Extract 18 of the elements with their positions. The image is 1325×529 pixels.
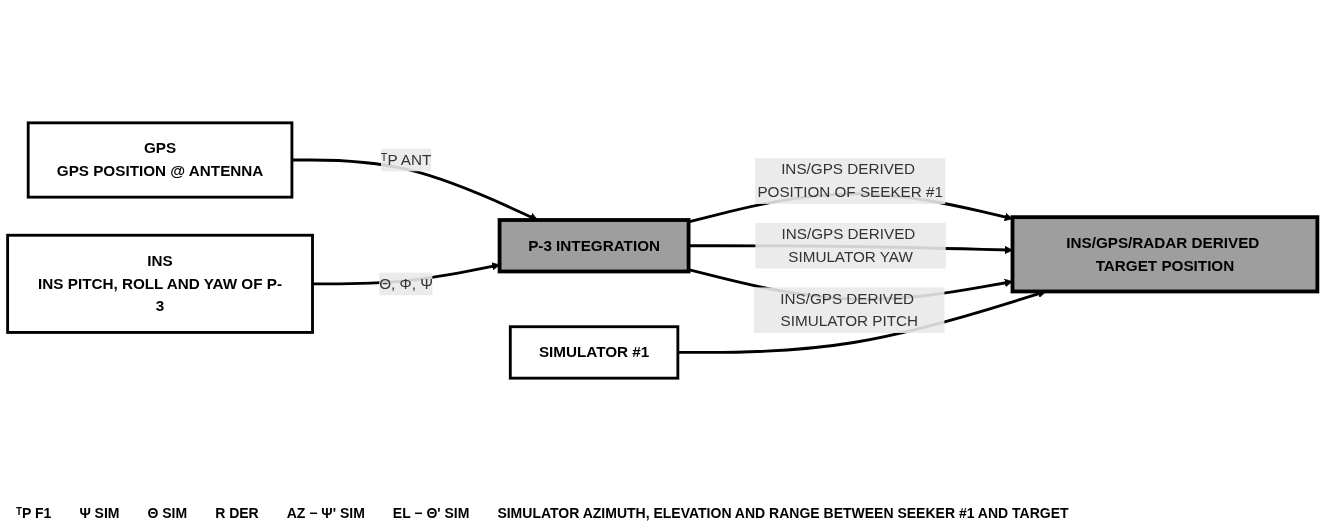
edge-label: Θ, Φ, Ψ xyxy=(379,275,433,292)
signal-label: Θ SIM xyxy=(147,505,188,521)
signal-label: SIMULATOR AZIMUTH, ELEVATION AND RANGE BETWEEN SEEKER #1 AND TARGET xyxy=(497,505,1069,521)
edge-label: INS/GPS DERIVED SIMULATOR PITCH xyxy=(780,290,919,330)
arrow xyxy=(677,289,1047,354)
edge-label: INS/GPS DERIVED POSITION OF SEEKER #1 xyxy=(757,161,943,201)
signal-label: AZ − Ψ' SIM xyxy=(286,505,365,521)
edge-label: ᵀP ANT xyxy=(380,151,432,168)
signal-label: Ψ SIM xyxy=(79,505,120,521)
node-box: INS INS PITCH, ROLL AND YAW OF P-3 xyxy=(6,233,314,334)
signal-label: ᵀP F1 xyxy=(16,505,52,521)
node-box: GPS GPS POSITION @ ANTENNA xyxy=(26,121,294,199)
signal-label: R DER xyxy=(215,505,259,521)
edge-label: INS/GPS DERIVED SIMULATOR YAW xyxy=(781,225,916,265)
node-box: INS/GPS/RADAR DERIVED TARGET POSITION xyxy=(1010,215,1320,294)
signal-label: EL − Θ' SIM xyxy=(392,505,470,521)
node-box: P-3 INTEGRATION xyxy=(497,218,691,274)
node-box: SIMULATOR #1 xyxy=(508,325,680,380)
